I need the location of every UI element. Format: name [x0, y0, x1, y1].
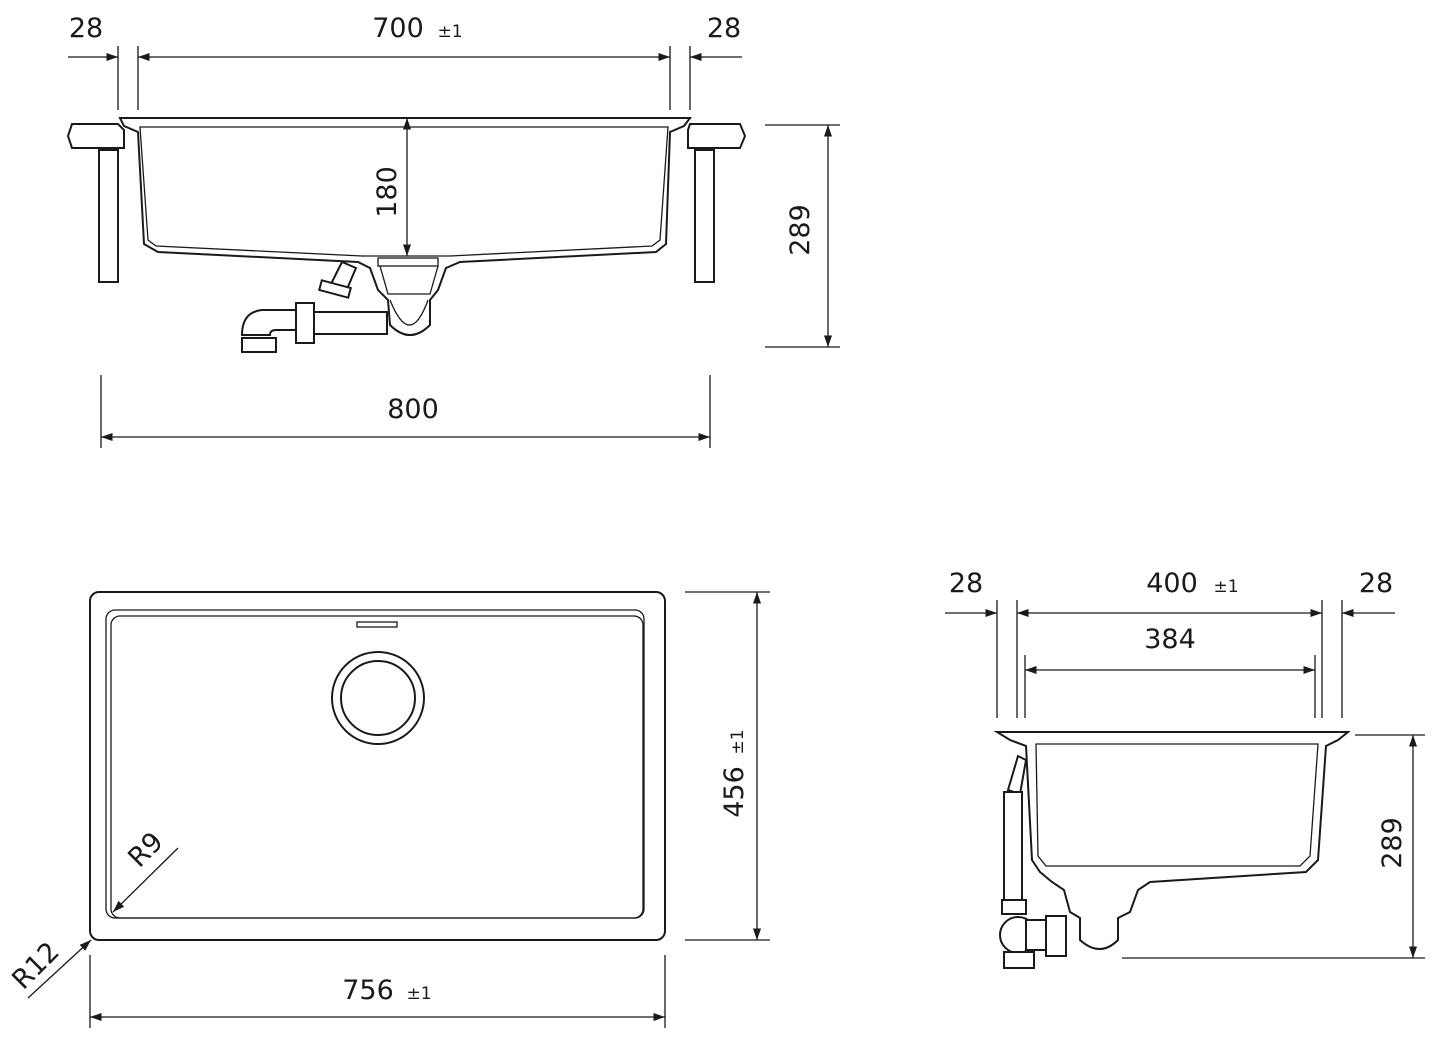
side-waste-trap — [999, 754, 1067, 969]
front-dim-right-rim: 28 — [707, 13, 741, 44]
side-dim-bowl-width: 400 — [1146, 568, 1198, 599]
cabinet-wall-right — [694, 149, 715, 283]
plan-view: 456 ±1 756 ±1 R9 R12 — [6, 591, 770, 1028]
countertop-left — [66, 123, 125, 149]
front-dim-bowl-depth: 180 — [372, 166, 403, 218]
front-dimensions — [68, 46, 840, 448]
front-section-view: 28 700 ±1 28 180 289 800 — [66, 13, 840, 448]
side-dim-right-rim: 28 — [1359, 568, 1393, 599]
front-dim-overall-width: 800 — [387, 394, 439, 425]
side-dim-inner-width: 384 — [1144, 624, 1196, 655]
front-dim-bowl-width-tol: ±1 — [437, 22, 462, 42]
sink-body-outer — [118, 117, 692, 336]
side-section-view: 28 400 ±1 28 384 289 — [945, 568, 1425, 969]
side-dim-left-rim: 28 — [949, 568, 983, 599]
front-dim-total-height: 289 — [785, 204, 816, 256]
drain-inner — [340, 660, 416, 736]
front-dim-bowl-width: 700 — [372, 13, 424, 44]
plan-dim-height: 456 — [719, 766, 750, 818]
side-sink-body — [993, 731, 1351, 950]
side-dim-bowl-width-tol: ±1 — [1213, 577, 1238, 597]
plan-dim-height-tol: ±1 — [728, 729, 748, 754]
inner-radius-label: R9 — [122, 826, 169, 873]
side-dim-total-height: 289 — [1377, 817, 1408, 869]
front-dim-left-rim: 28 — [69, 13, 103, 44]
drain-outer — [331, 651, 425, 745]
sink-body-inner — [139, 126, 669, 257]
overflow-slot — [356, 621, 398, 628]
waste-trap — [240, 257, 439, 353]
sink-outer-outline — [89, 591, 666, 941]
plan-dim-width-tol: ±1 — [406, 984, 431, 1004]
cabinet-wall-left — [98, 149, 119, 283]
plan-dim-width: 756 — [342, 975, 394, 1006]
outer-radius-label: R12 — [6, 936, 65, 995]
sink-bowl-rim — [105, 609, 645, 919]
countertop-right — [687, 123, 747, 149]
sink-bowl-inner — [110, 615, 644, 919]
